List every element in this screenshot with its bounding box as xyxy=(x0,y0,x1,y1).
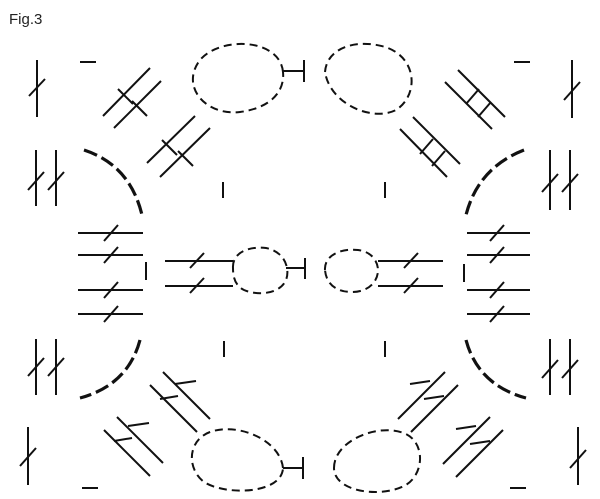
double-stitch xyxy=(541,339,579,395)
border-arc xyxy=(464,148,525,216)
horizontal-stitch-stack xyxy=(78,224,147,323)
corner-stitch xyxy=(19,427,37,485)
double-stitch xyxy=(541,150,579,210)
horizontal-stitch-pair xyxy=(378,252,443,294)
border-arc xyxy=(464,339,527,400)
diagonal-stitch-group xyxy=(399,116,461,178)
diagonal-stitch-group xyxy=(442,416,504,478)
horizontal-stitch-stack xyxy=(463,224,530,323)
quadrant-top-right xyxy=(323,42,581,216)
corner-stitch xyxy=(28,60,46,117)
border-arc xyxy=(83,148,144,216)
quadrant-top-left xyxy=(27,42,305,216)
quadrant-bottom-left xyxy=(19,339,304,492)
quadrant-bottom-right xyxy=(332,339,587,493)
chain-loop xyxy=(323,42,413,115)
diagonal-stitch-group xyxy=(444,69,506,130)
chain-loop xyxy=(332,429,421,493)
figure-title: Fig.3 xyxy=(9,11,43,28)
chain-loop xyxy=(323,248,380,294)
diagonal-stitch-group xyxy=(103,416,164,477)
middle-right-section xyxy=(323,224,530,323)
diagonal-stitch-group xyxy=(146,115,211,178)
diagonal-stitch-group xyxy=(102,67,162,129)
chain-loop xyxy=(231,246,306,295)
chain-loop xyxy=(191,42,305,114)
corner-stitch xyxy=(569,427,587,485)
double-stitch xyxy=(27,339,65,395)
chain-loop xyxy=(190,428,304,492)
border-arc xyxy=(79,339,142,400)
corner-stitch xyxy=(563,60,581,118)
horizontal-stitch-pair xyxy=(165,252,233,294)
middle-left-section xyxy=(78,224,306,323)
diagonal-stitch-group xyxy=(149,371,211,433)
double-stitch xyxy=(27,150,65,206)
diagonal-stitch-group xyxy=(397,371,459,433)
